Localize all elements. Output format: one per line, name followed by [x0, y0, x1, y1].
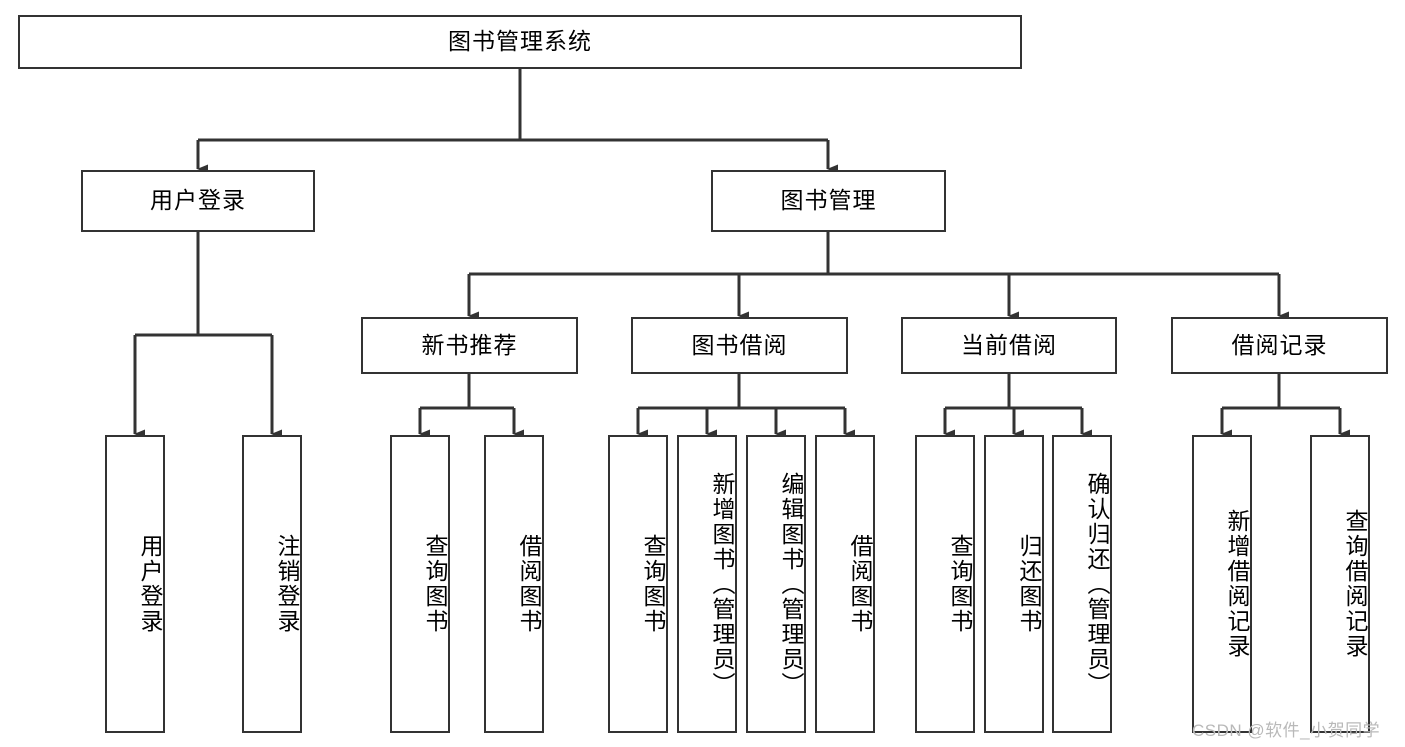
node-book-borrow[interactable]: 图书借阅	[631, 317, 848, 374]
leaf-query-book-current[interactable]: 查询图书	[915, 435, 975, 733]
leaf-user-login[interactable]: 用户登录	[105, 435, 165, 733]
node-root-book-management-system[interactable]: 图书管理系统	[18, 15, 1022, 69]
leaf-logout-login[interactable]: 注销登录	[242, 435, 302, 733]
node-borrow-record[interactable]: 借阅记录	[1171, 317, 1388, 374]
leaf-add-book-admin[interactable]: 新增图书（管理员）	[677, 435, 737, 733]
leaf-return-book[interactable]: 归还图书	[984, 435, 1044, 733]
node-new-book-recommend[interactable]: 新书推荐	[361, 317, 578, 374]
leaf-confirm-return-admin[interactable]: 确认归还（管理员）	[1052, 435, 1112, 733]
leaf-query-book-recommend[interactable]: 查询图书	[390, 435, 450, 733]
leaf-borrow-book-recommend[interactable]: 借阅图书	[484, 435, 544, 733]
node-book-management[interactable]: 图书管理	[711, 170, 946, 232]
leaf-borrow-book[interactable]: 借阅图书	[815, 435, 875, 733]
node-user-login[interactable]: 用户登录	[81, 170, 315, 232]
leaf-edit-book-admin[interactable]: 编辑图书（管理员）	[746, 435, 806, 733]
leaf-add-borrow-record[interactable]: 新增借阅记录	[1192, 435, 1252, 733]
node-current-borrow[interactable]: 当前借阅	[901, 317, 1117, 374]
leaf-query-borrow-record[interactable]: 查询借阅记录	[1310, 435, 1370, 733]
tree-edges	[133, 69, 1350, 439]
leaf-query-book-borrow[interactable]: 查询图书	[608, 435, 668, 733]
